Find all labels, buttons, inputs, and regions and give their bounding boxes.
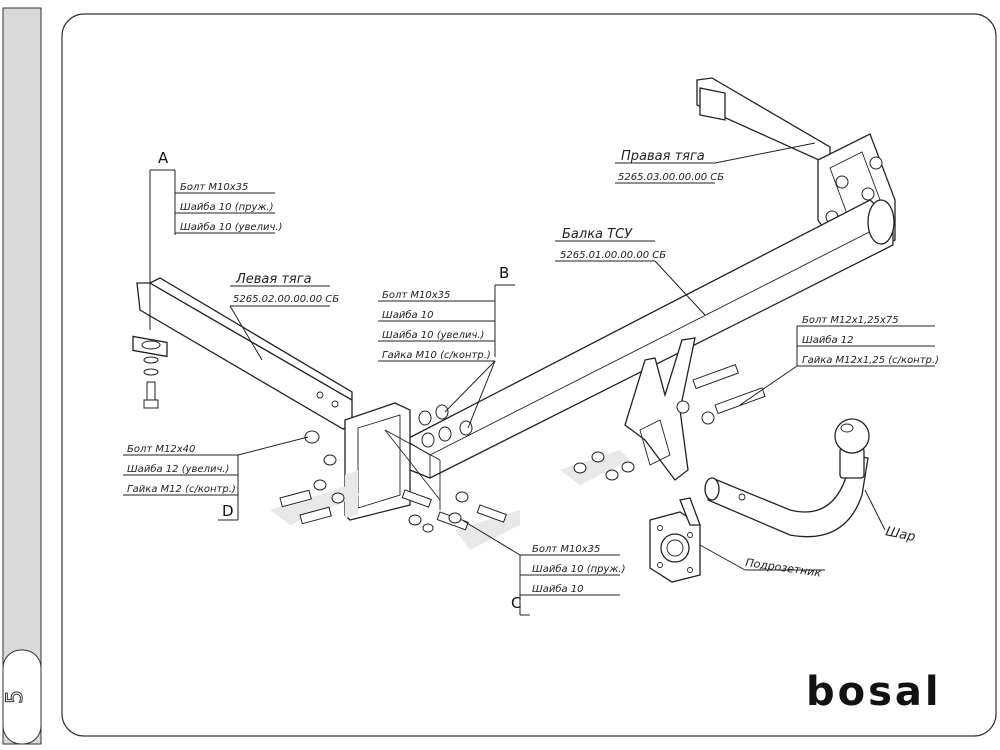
callout-right-fasteners: Болт М12х1,25х75 Шайба 12 Гайка М12х1,25… [802, 315, 939, 366]
tow-beam [270, 199, 895, 550]
ball-name: Шар [884, 524, 917, 545]
callout-d-item-2: Шайба 12 (увелич.) [127, 463, 229, 475]
callout-letter-b: B [499, 264, 509, 282]
callout-c: Болт М10х35 Шайба 10 (пруж.) Шайба 10 C [511, 544, 626, 612]
callout-d-item-3: Гайка М12 (с/контр.) [127, 484, 236, 495]
label-left-rod: Левая тяга 5265.02.00.00.00 СБ [233, 272, 339, 305]
right-fasteners-item-1: Болт М12х1,25х75 [802, 315, 899, 326]
callout-c-item-3: Шайба 10 [532, 583, 584, 595]
left-rod-name: Левая тяга [235, 272, 312, 287]
brand-logo: bosal [806, 669, 942, 715]
right-rod-code: 5265.03.00.00.00 СБ [618, 172, 724, 183]
left-rod [132, 262, 353, 430]
callout-letter-a: A [158, 149, 169, 167]
leader-lines [123, 142, 935, 616]
callout-c-item-1: Болт М10х35 [532, 544, 600, 555]
beam-name: Балка ТСУ [562, 227, 633, 242]
fasteners-right [573, 363, 766, 481]
callout-a-item-3: Шайба 10 (увелич.) [180, 221, 282, 233]
callout-letter-c: C [511, 594, 521, 612]
label-right-rod: Правая тяга 5265.03.00.00.00 СБ [618, 149, 724, 183]
callout-b-item-1: Болт М10х35 [382, 290, 450, 301]
callout-b: B Болт М10х35 Шайба 10 Шайба 10 (увелич.… [382, 264, 509, 361]
callout-d-item-1: Болт М12х40 [127, 444, 195, 455]
fasteners-set-c [401, 489, 507, 533]
callout-a-item-2: Шайба 10 (пруж.) [180, 201, 274, 213]
callout-d: Болт М12х40 Шайба 12 (увелич.) Гайка М12… [127, 444, 236, 520]
callout-a: A Болт М10х35 Шайба 10 (пруж.) Шайба 10 … [158, 149, 282, 233]
right-fasteners-item-2: Шайба 12 [802, 334, 854, 346]
callout-a-item-1: Болт М10х35 [180, 182, 248, 193]
page-number: 5 [3, 690, 28, 704]
socket-plate [649, 497, 701, 583]
label-ball: Шар [884, 524, 917, 545]
brand-name: bosal [806, 669, 942, 715]
callout-b-item-3: Шайба 10 (увелич.) [382, 329, 484, 341]
label-beam: Балка ТСУ 5265.01.00.00.00 СБ [560, 227, 666, 261]
right-rod-name: Правая тяга [621, 149, 705, 164]
tow-ball-assembly [704, 418, 870, 538]
callout-letter-d: D [222, 502, 234, 520]
drawing-frame [61, 13, 997, 737]
beam-code: 5265.01.00.00.00 СБ [560, 250, 666, 261]
fasteners-set-d [279, 430, 345, 525]
left-rod-code: 5265.02.00.00.00 СБ [233, 294, 339, 305]
page-margin-strip: 5 [2, 7, 42, 745]
callout-b-item-2: Шайба 10 [382, 309, 434, 321]
callout-b-item-4: Гайка М10 (с/контр.) [382, 350, 491, 361]
callout-c-item-2: Шайба 10 (пруж.) [532, 563, 626, 575]
right-fasteners-item-3: Гайка М12х1,25 (с/контр.) [802, 355, 939, 366]
